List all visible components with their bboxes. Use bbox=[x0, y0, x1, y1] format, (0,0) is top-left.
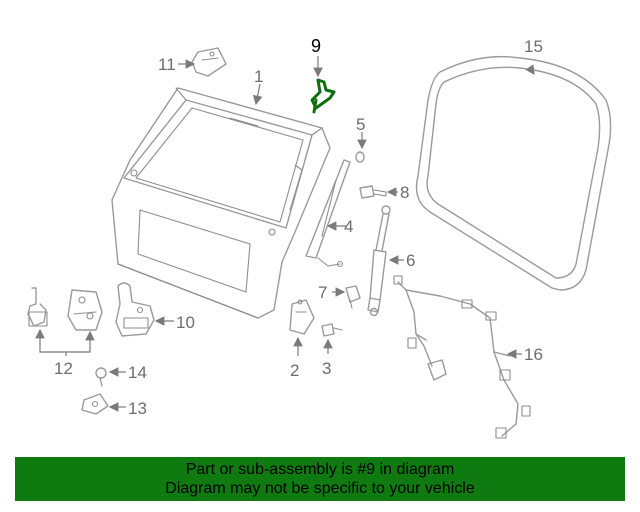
part-12-latch-sensor[interactable] bbox=[27, 287, 48, 327]
part-7-bolt[interactable] bbox=[345, 285, 361, 309]
callout-2: 2 bbox=[290, 361, 299, 380]
part-4-trim-strip[interactable] bbox=[305, 159, 351, 268]
callout-15: 15 bbox=[524, 37, 543, 56]
callout-7: 7 bbox=[318, 283, 327, 302]
callout-9-highlighted: 9 bbox=[311, 36, 321, 56]
part-info-banner: Part or sub-assembly is #9 in diagram Di… bbox=[15, 457, 625, 501]
part-6-gas-strut[interactable] bbox=[367, 205, 391, 317]
part-12-latch[interactable] bbox=[67, 289, 103, 331]
callout-11: 11 bbox=[158, 55, 176, 74]
banner-line-part-number: Part or sub-assembly is #9 in diagram bbox=[185, 461, 455, 478]
part-8-bolt[interactable] bbox=[359, 185, 387, 199]
callout-labels: 1 2 3 4 5 6 7 8 9 10 11 12 13 14 15 16 bbox=[54, 36, 543, 418]
banner-line-disclaimer: Diagram may not be specific to your vehi… bbox=[165, 480, 475, 497]
part-3-screw[interactable] bbox=[321, 323, 343, 337]
callout-14: 14 bbox=[128, 363, 147, 382]
part-5-clip[interactable] bbox=[355, 151, 365, 163]
callout-10: 10 bbox=[176, 313, 195, 332]
callout-4: 4 bbox=[344, 217, 353, 236]
part-11-bracket[interactable] bbox=[191, 47, 227, 77]
callout-12: 12 bbox=[54, 359, 73, 378]
part-15-weatherstrip[interactable] bbox=[415, 55, 612, 291]
callout-6: 6 bbox=[406, 251, 415, 270]
part-2-pad[interactable] bbox=[289, 299, 315, 335]
callout-8: 8 bbox=[400, 183, 409, 202]
callout-16: 16 bbox=[524, 345, 543, 364]
callout-1: 1 bbox=[254, 67, 263, 86]
part-16-wiring-harness[interactable] bbox=[393, 275, 531, 439]
part-14-grommet[interactable] bbox=[95, 367, 107, 387]
callout-5: 5 bbox=[356, 115, 365, 134]
callout-13: 13 bbox=[128, 399, 147, 418]
leader-lines bbox=[35, 56, 535, 412]
part-1-liftgate[interactable] bbox=[111, 87, 331, 319]
exploded-parts-diagram: 1 2 3 4 5 6 7 8 9 10 11 12 13 14 15 16 bbox=[27, 36, 612, 439]
part-13-bracket[interactable] bbox=[81, 393, 109, 415]
part-9-highlighted-bracket[interactable] bbox=[310, 78, 336, 114]
part-10-actuator[interactable] bbox=[115, 282, 155, 337]
callout-3: 3 bbox=[322, 359, 331, 378]
